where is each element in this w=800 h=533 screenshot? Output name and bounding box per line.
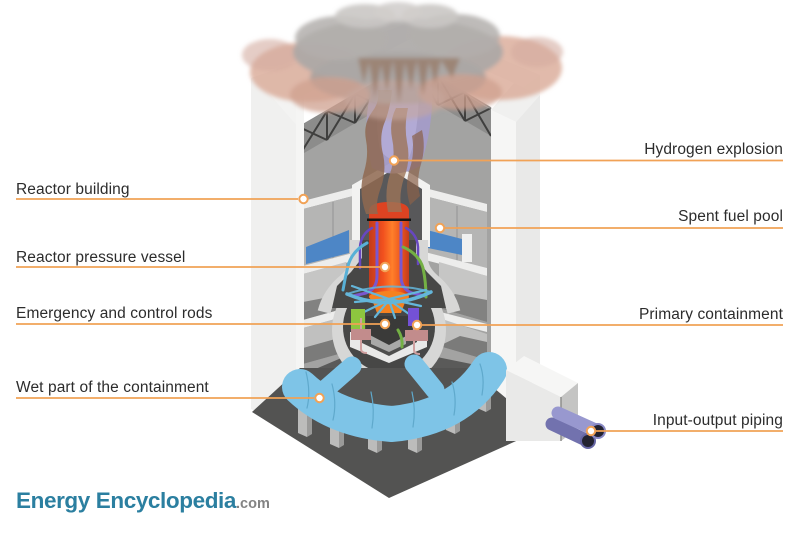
leader-primary-containment [411, 319, 783, 331]
equipment-salmon-box-right [405, 330, 428, 341]
leader-emergency-control-rods [16, 318, 391, 330]
leader-wet-containment [16, 392, 325, 404]
spent-fuel-pool-right [423, 229, 462, 255]
equipment-violet-box [408, 308, 419, 326]
label-spent-fuel-pool: Spent fuel pool [678, 208, 783, 225]
label-primary-containment: Primary containment [638, 306, 783, 323]
label-reactor-pressure-vessel: Reactor pressure vessel [16, 249, 186, 266]
building-floors-right [423, 188, 487, 360]
label-io-piping: Input-output piping [652, 412, 783, 429]
energy-encyclopedia-logo: Energy Encyclopedia.com [16, 488, 270, 514]
explosion-cloud [242, 2, 563, 120]
suppression-pool-torus [282, 352, 507, 443]
logo-brand-first: Energy [16, 488, 90, 513]
spent-fuel-pool-left [306, 230, 349, 264]
leader-reactor-building [16, 193, 309, 205]
equipment-salmon-box-left [351, 329, 371, 340]
equipment-green-box [351, 309, 365, 329]
logo-suffix: .com [236, 496, 270, 512]
logo-brand-second: Encyclopedia [95, 488, 237, 513]
leader-hydrogen-explosion [388, 155, 783, 166]
wall-cut-face-left [296, 96, 304, 430]
label-emergency-control-rods: Emergency and control rods [16, 305, 213, 322]
leader-reactor-pressure-vessel [16, 261, 391, 273]
label-hydrogen-explosion: Hydrogen explosion [644, 141, 783, 158]
leader-spent-fuel-pool [434, 222, 783, 234]
label-wet-containment: Wet part of the containment [16, 379, 209, 396]
building-wall-right [491, 83, 540, 407]
leader-io-piping [585, 425, 783, 437]
reactor-pipes [341, 221, 433, 349]
smoke-drips [358, 58, 460, 104]
label-reactor-building: Reactor building [16, 181, 130, 198]
leader-lines [16, 155, 783, 437]
